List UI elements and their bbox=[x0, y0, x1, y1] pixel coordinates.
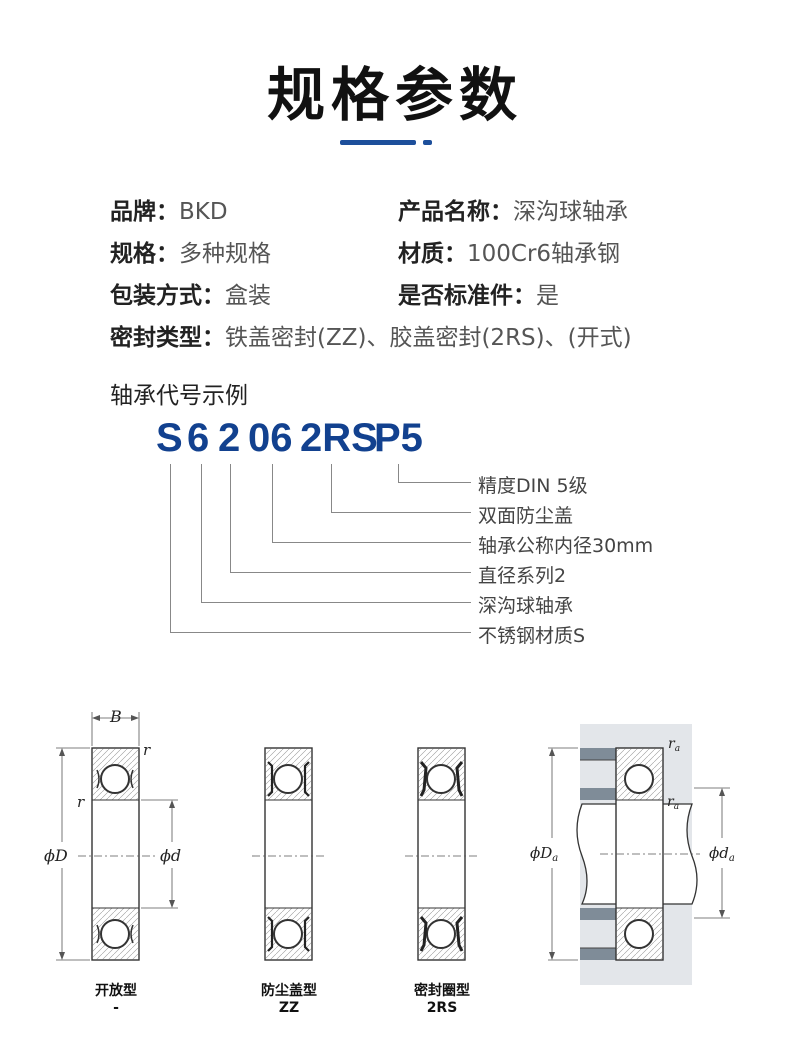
meaning-material: 不锈钢材质S bbox=[478, 625, 586, 647]
spec-seal: 密封类型：铁盖密封(ZZ)、胶盖密封(2RS)、(开式) bbox=[110, 318, 632, 352]
leader-s bbox=[170, 464, 471, 633]
spec-seal-value: 铁盖密封(ZZ)、胶盖密封(2RS)、(开式) bbox=[225, 325, 632, 351]
leader-06 bbox=[272, 464, 471, 543]
leader-2 bbox=[230, 464, 471, 573]
leader-p5 bbox=[398, 464, 471, 483]
label-r-inner: r bbox=[77, 793, 85, 811]
label-phi-da-inner: ϕda bbox=[709, 844, 735, 864]
caption-zz: 防尘盖型 ZZ bbox=[229, 983, 349, 1017]
spec-package-label: 包装方式： bbox=[110, 283, 225, 309]
code-example-title: 轴承代号示例 bbox=[110, 383, 248, 409]
spec-package-value: 盒装 bbox=[225, 283, 271, 309]
title-underline-dot bbox=[423, 140, 432, 145]
spec-material-label: 材质： bbox=[398, 241, 467, 267]
meaning-type: 深沟球轴承 bbox=[478, 595, 574, 617]
page-title: 规格参数 bbox=[266, 61, 523, 129]
meaning-shield: 双面防尘盖 bbox=[478, 505, 574, 527]
meaning-precision: 精度DIN 5级 bbox=[478, 475, 588, 497]
spec-seal-label: 密封类型： bbox=[110, 325, 225, 351]
code-part-06: 06 bbox=[248, 416, 293, 460]
spec-standard: 是否标准件：是 bbox=[398, 276, 559, 310]
spec-standard-value: 是 bbox=[536, 283, 559, 309]
caption-2rs: 密封圈型 2RS bbox=[382, 983, 502, 1017]
caption-2rs-name: 密封圈型 bbox=[414, 983, 470, 999]
title-underline bbox=[340, 140, 416, 145]
spec-material-value: 100Cr6轴承钢 bbox=[467, 241, 621, 267]
caption-2rs-code: 2RS bbox=[426, 1000, 458, 1016]
spec-size: 规格：多种规格 bbox=[110, 234, 271, 268]
label-phi-d-outer: ϕD bbox=[44, 846, 68, 865]
zz-bearing-drawing bbox=[252, 747, 326, 961]
code-part-s: S bbox=[156, 416, 183, 460]
spec-brand-label: 品牌： bbox=[110, 199, 179, 225]
spec-size-value: 多种规格 bbox=[179, 241, 271, 267]
spec-product-value: 深沟球轴承 bbox=[513, 199, 628, 225]
caption-open: 开放型 - bbox=[56, 983, 176, 1017]
mounting-drawing bbox=[548, 724, 730, 985]
caption-open-code: - bbox=[113, 1000, 119, 1016]
label-r-outer: r bbox=[143, 741, 151, 759]
meaning-bore: 轴承公称内径30mm bbox=[478, 535, 654, 557]
label-phi-da-outer: ϕDa bbox=[530, 844, 558, 864]
code-part-p5: P5 bbox=[374, 416, 423, 460]
open-bearing-drawing bbox=[56, 712, 178, 961]
caption-zz-code: ZZ bbox=[278, 1000, 300, 1016]
spec-material: 材质：100Cr6轴承钢 bbox=[398, 234, 620, 268]
spec-brand: 品牌：BKD bbox=[110, 192, 228, 226]
code-part-6: 6 bbox=[187, 416, 210, 460]
spec-size-label: 规格： bbox=[110, 241, 179, 267]
leader-2rs bbox=[331, 464, 471, 513]
label-ra-top: ra bbox=[668, 736, 680, 754]
caption-open-name: 开放型 bbox=[95, 983, 137, 999]
code-part-2rs: 2RS bbox=[300, 416, 378, 460]
spec-product-label: 产品名称： bbox=[398, 199, 513, 225]
spec-standard-label: 是否标准件： bbox=[398, 283, 536, 309]
2rs-bearing-drawing bbox=[405, 747, 479, 961]
spec-product: 产品名称：深沟球轴承 bbox=[398, 192, 628, 226]
label-phi-d-inner: ϕd bbox=[160, 846, 181, 865]
spec-package: 包装方式：盒装 bbox=[110, 276, 271, 310]
meaning-diameter-series: 直径系列2 bbox=[478, 565, 567, 587]
caption-zz-name: 防尘盖型 bbox=[261, 983, 317, 999]
code-part-2: 2 bbox=[218, 416, 241, 460]
leader-6 bbox=[201, 464, 471, 603]
label-b: B bbox=[109, 707, 122, 726]
spec-brand-value: BKD bbox=[179, 199, 228, 225]
label-ra-inner: ra bbox=[667, 794, 679, 812]
